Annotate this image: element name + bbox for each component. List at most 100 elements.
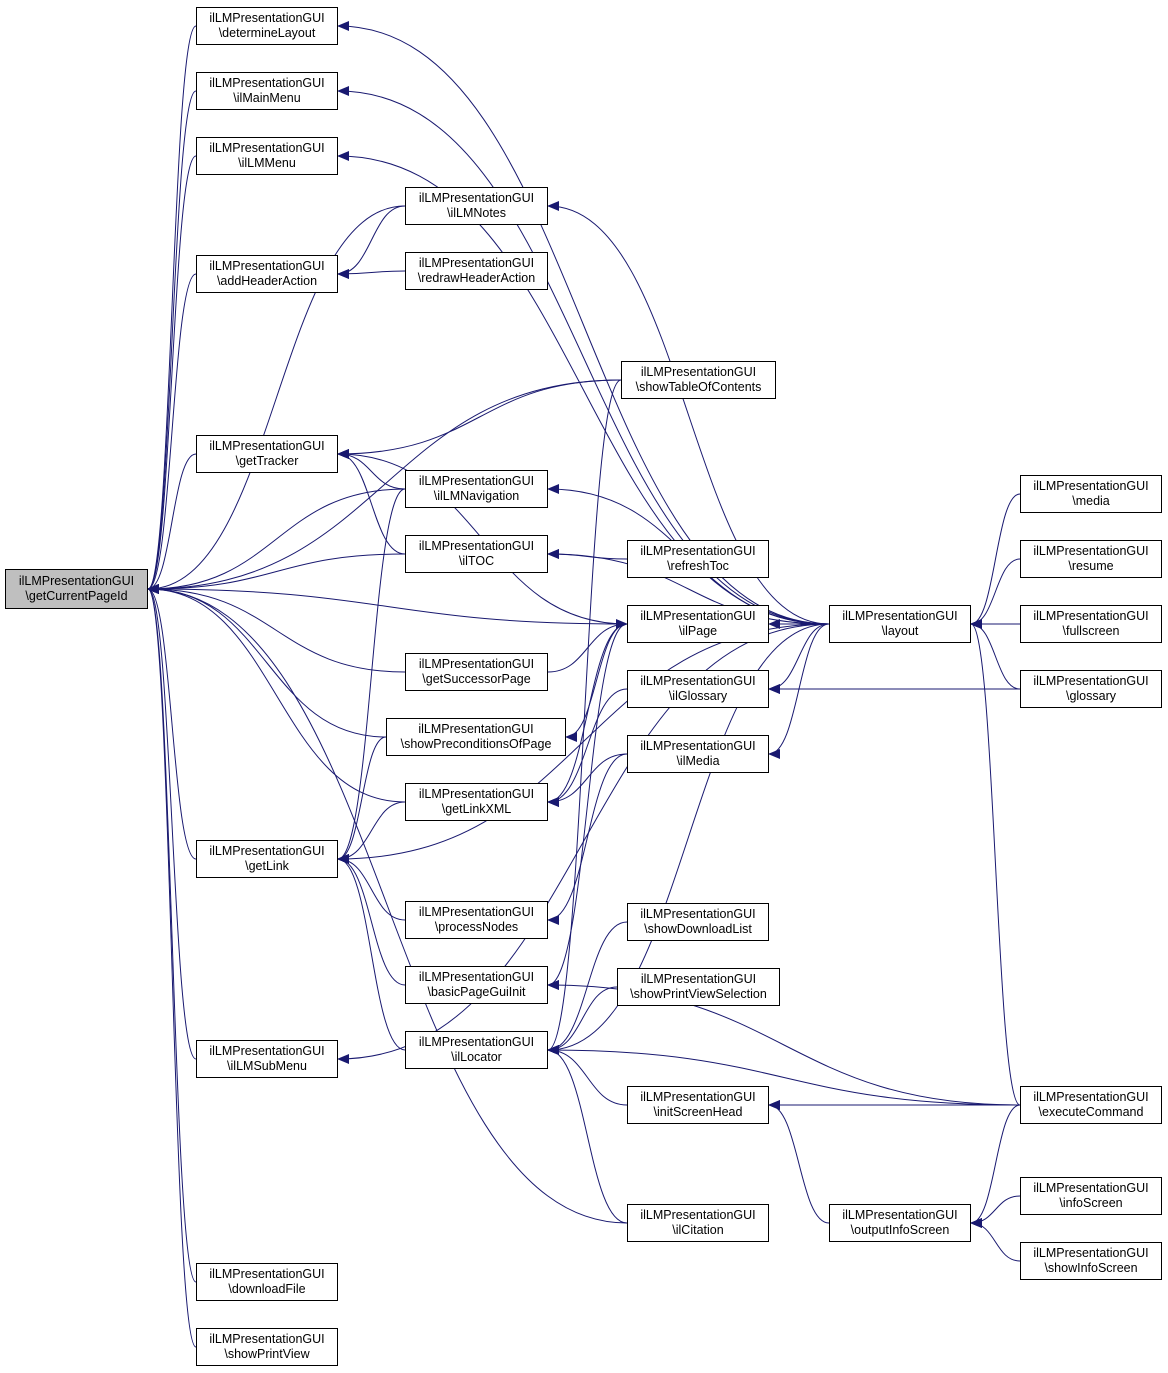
edge-ilTOC-to-getCurrentPageId <box>147 553 406 594</box>
edge-initScreenHead-to-ilLocator <box>547 1045 628 1106</box>
node-class-label: ilLMPresentationGUI <box>842 609 958 623</box>
node-determineLayout[interactable]: ilLMPresentationGUI \determineLayout <box>196 7 338 45</box>
node-method-label: \infoScreen <box>1059 1196 1123 1210</box>
node-showDownloadList[interactable]: ilLMPresentationGUI \showDownloadList <box>627 903 769 941</box>
node-method-label: \showDownloadList <box>644 922 752 936</box>
node-class-label: ilLMPresentationGUI <box>1033 1181 1149 1195</box>
node-outputInfoScreen[interactable]: ilLMPresentationGUI \outputInfoScreen <box>829 1204 971 1242</box>
node-class-label: ilLMPresentationGUI <box>640 365 757 379</box>
node-ilLMNavigation[interactable]: ilLMPresentationGUI \ilLMNavigation <box>405 470 548 508</box>
node-getLink[interactable]: ilLMPresentationGUI \getLink <box>196 840 338 878</box>
node-class-label: ilLMPresentationGUI <box>1033 479 1149 493</box>
node-ilLMSubMenu[interactable]: ilLMPresentationGUI \ilLMSubMenu <box>196 1040 338 1078</box>
node-getLinkXML[interactable]: ilLMPresentationGUI \getLinkXML <box>405 783 548 821</box>
node-basicPageGuiInit[interactable]: ilLMPresentationGUI \basicPageGuiInit <box>405 966 548 1004</box>
node-media[interactable]: ilLMPresentationGUI \media <box>1020 475 1162 513</box>
edge-layout-to-determineLayout <box>337 21 830 625</box>
node-addHeaderAction[interactable]: ilLMPresentationGUI \addHeaderAction <box>196 255 338 293</box>
edge-basicPageGuiInit-to-getLink <box>337 854 406 986</box>
node-class-label: ilLMPresentationGUI <box>640 544 756 558</box>
edge-showInfoScreen-to-outputInfoScreen <box>970 1218 1021 1262</box>
edge-layout-to-ilMainMenu <box>337 86 830 625</box>
node-executeCommand[interactable]: ilLMPresentationGUI \executeCommand <box>1020 1086 1162 1124</box>
node-ilMedia[interactable]: ilLMPresentationGUI \ilMedia <box>627 735 769 773</box>
edge-ilCitation-to-getCurrentPageId <box>147 584 628 1224</box>
node-method-label: \ilLMSubMenu <box>227 1059 307 1073</box>
edge-layout-to-ilLocator <box>547 623 830 1055</box>
node-method-label: \showPrintView <box>224 1347 310 1361</box>
node-class-label: ilLMPresentationGUI <box>418 1035 535 1049</box>
node-showTableOfContents[interactable]: ilLMPresentationGUI \showTableOfContents <box>621 361 776 399</box>
node-layout[interactable]: ilLMPresentationGUI \layout <box>829 605 971 643</box>
node-infoScreen[interactable]: ilLMPresentationGUI \infoScreen <box>1020 1177 1162 1215</box>
edge-refreshToc-to-ilTOC <box>547 549 628 560</box>
node-ilPage[interactable]: ilLMPresentationGUI \ilPage <box>627 605 769 643</box>
node-redrawHeaderAction[interactable]: ilLMPresentationGUI \redrawHeaderAction <box>405 252 548 290</box>
node-initScreenHead[interactable]: ilLMPresentationGUI \initScreenHead <box>627 1086 769 1124</box>
node-getCurrentPageId[interactable]: ilLMPresentationGUI \getCurrentPageId <box>5 569 148 609</box>
node-showPrintView[interactable]: ilLMPresentationGUI \showPrintView <box>196 1328 338 1366</box>
node-getTracker[interactable]: ilLMPresentationGUI \getTracker <box>196 435 338 473</box>
edge-showPrintView-to-getCurrentPageId <box>147 584 197 1348</box>
node-method-label: \showPrintViewSelection <box>630 987 767 1001</box>
node-class-label: ilLMPresentationGUI <box>418 970 535 984</box>
edge-showDownloadList-to-ilLocator <box>547 921 628 1055</box>
node-processNodes[interactable]: ilLMPresentationGUI \processNodes <box>405 901 548 939</box>
node-showPreconditionsOfPage[interactable]: ilLMPresentationGUI \showPreconditionsOf… <box>386 718 566 756</box>
node-method-label: \refreshToc <box>667 559 729 573</box>
edge-getSuccessorPage-to-ilPage <box>547 619 628 673</box>
node-method-label: \resume <box>1068 559 1114 573</box>
node-method-label: \getLink <box>245 859 289 873</box>
edge-ilPage-to-getLinkXML <box>547 623 628 807</box>
node-ilMainMenu[interactable]: ilLMPresentationGUI \ilMainMenu <box>196 72 338 110</box>
edge-ilLMNavigation-to-getLink <box>337 488 406 864</box>
edge-showPreconditionsOfPage-to-getLink <box>337 736 387 864</box>
node-method-label: \getTracker <box>235 454 299 468</box>
edge-executeCommand-to-layout <box>970 619 1021 1106</box>
node-class-label: ilLMPresentationGUI <box>1033 674 1149 688</box>
node-showPrintViewSelection[interactable]: ilLMPresentationGUI \showPrintViewSelect… <box>617 968 780 1006</box>
node-showInfoScreen[interactable]: ilLMPresentationGUI \showInfoScreen <box>1020 1242 1162 1280</box>
node-class-label: ilLMPresentationGUI <box>640 674 756 688</box>
node-refreshToc[interactable]: ilLMPresentationGUI \refreshToc <box>627 540 769 578</box>
node-method-label: \showPreconditionsOfPage <box>400 737 552 751</box>
edge-media-to-layout <box>970 493 1021 629</box>
node-class-label: ilLMPresentationGUI <box>640 609 756 623</box>
node-ilLocator[interactable]: ilLMPresentationGUI \ilLocator <box>405 1031 548 1069</box>
edge-ilLMNavigation-to-getCurrentPageId <box>147 488 406 594</box>
edge-ilMedia-to-processNodes <box>547 753 628 925</box>
node-method-label: \fullscreen <box>1062 624 1120 638</box>
node-ilCitation[interactable]: ilLMPresentationGUI \ilCitation <box>627 1204 769 1242</box>
node-method-label: \media <box>1072 494 1110 508</box>
node-class-label: ilLMPresentationGUI <box>1033 1090 1149 1104</box>
node-resume[interactable]: ilLMPresentationGUI \resume <box>1020 540 1162 578</box>
node-method-label: \ilLMNotes <box>446 206 507 220</box>
node-class-label: ilLMPresentationGUI <box>418 474 535 488</box>
node-class-label: ilLMPresentationGUI <box>418 539 535 553</box>
edge-getTracker-to-getCurrentPageId <box>147 453 197 594</box>
node-ilLMMenu[interactable]: ilLMPresentationGUI \ilLMMenu <box>196 137 338 175</box>
node-ilLMNotes[interactable]: ilLMPresentationGUI \ilLMNotes <box>405 187 548 225</box>
node-method-label: \getLinkXML <box>441 802 512 816</box>
node-ilGlossary[interactable]: ilLMPresentationGUI \ilGlossary <box>627 670 769 708</box>
node-class-label: ilLMPresentationGUI <box>209 76 325 90</box>
node-class-label: ilLMPresentationGUI <box>209 439 325 453</box>
node-method-label: \ilTOC <box>458 554 495 568</box>
node-class-label: ilLMPresentationGUI <box>842 1208 958 1222</box>
node-method-label: \getCurrentPageId <box>25 589 128 603</box>
node-fullscreen[interactable]: ilLMPresentationGUI \fullscreen <box>1020 605 1162 643</box>
node-class-label: ilLMPresentationGUI <box>209 141 325 155</box>
node-class-label: ilLMPresentationGUI <box>640 1208 756 1222</box>
node-getSuccessorPage[interactable]: ilLMPresentationGUI \getSuccessorPage <box>405 653 548 691</box>
node-glossary[interactable]: ilLMPresentationGUI \glossary <box>1020 670 1162 708</box>
node-method-label: \processNodes <box>434 920 519 934</box>
node-class-label: ilLMPresentationGUI <box>1033 1246 1149 1260</box>
node-ilTOC[interactable]: ilLMPresentationGUI \ilTOC <box>405 535 548 573</box>
node-method-label: \ilMainMenu <box>233 91 301 105</box>
node-class-label: ilLMPresentationGUI <box>1033 544 1149 558</box>
edge-determineLayout-to-getCurrentPageId <box>147 25 197 594</box>
node-class-label: ilLMPresentationGUI <box>1033 609 1149 623</box>
node-downloadFile[interactable]: ilLMPresentationGUI \downloadFile <box>196 1263 338 1301</box>
